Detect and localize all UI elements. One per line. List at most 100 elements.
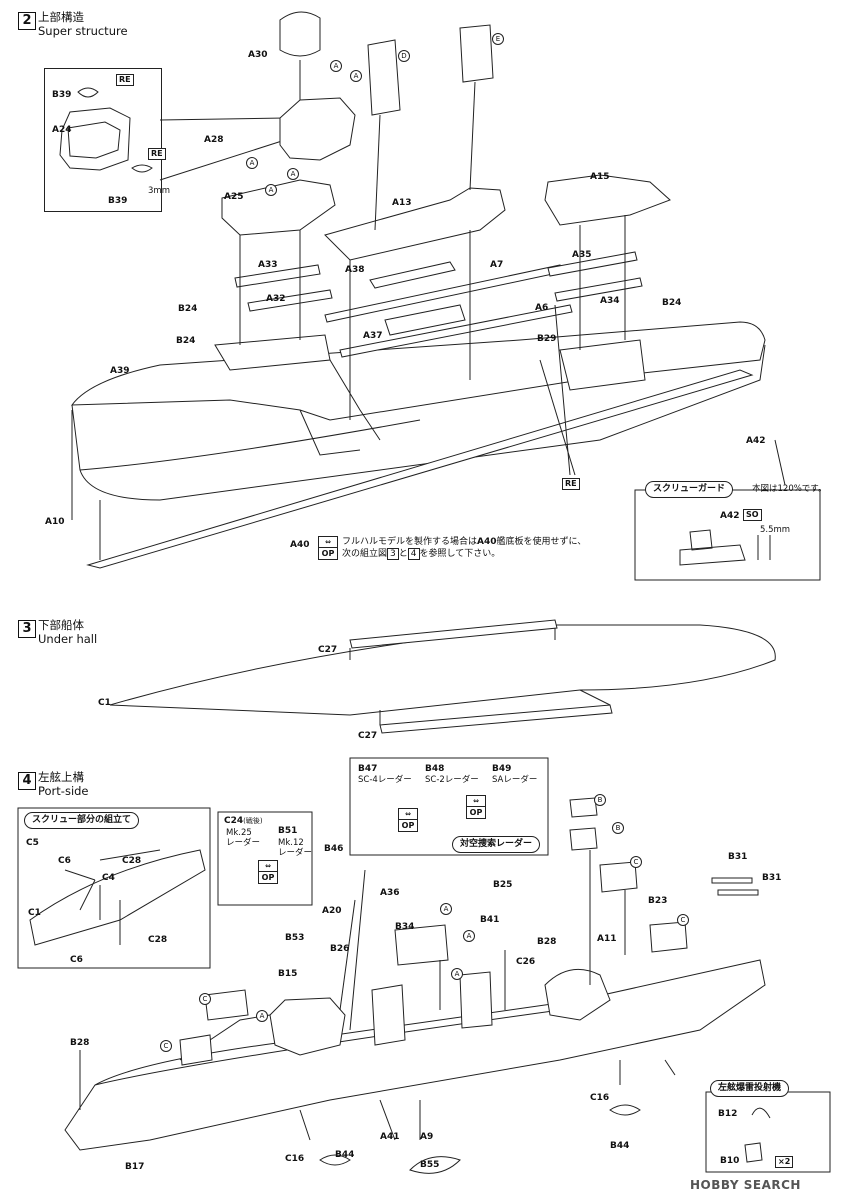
callout-circle: B [594, 794, 606, 806]
part-label: A28 [204, 135, 224, 145]
option-top: ⇔ [259, 861, 277, 872]
part-label: B28 [70, 1038, 90, 1048]
part-label: A30 [248, 50, 268, 60]
part-label: B39 [52, 90, 72, 100]
callout-circle: B [612, 822, 624, 834]
part-label: C26 [516, 957, 536, 967]
part-label: A34 [600, 296, 620, 306]
callout-circle: A [265, 184, 277, 196]
part-label: B41 [480, 915, 500, 925]
callout-circle: A [350, 70, 362, 82]
part-label: B26 [330, 944, 350, 954]
note-line: フルハルモデルを製作する場合は [342, 537, 478, 547]
part-label: A42 [720, 511, 740, 521]
part-label: B23 [648, 896, 668, 906]
part-label: C1 [28, 908, 41, 918]
inset-box [44, 68, 162, 212]
option-bottom: OP [261, 873, 275, 882]
part-label: B48 [425, 764, 445, 774]
radar-name: レーダー [226, 838, 261, 848]
part-label: A39 [110, 366, 130, 376]
callout-circle: C [630, 856, 642, 868]
so-tag: SO [743, 509, 762, 521]
note-bold-part: A40 [477, 537, 497, 547]
part-label: A24 [52, 125, 72, 135]
step-number: 2 [18, 12, 36, 30]
step-number: 3 [18, 620, 36, 638]
radar-name: レーダー [278, 848, 313, 858]
part-code: C24 [224, 816, 244, 826]
part-label: A9 [420, 1132, 434, 1142]
option-part-icon: ⇔OP [398, 808, 418, 832]
part-label: B31 [728, 852, 748, 862]
part-label: A32 [266, 294, 286, 304]
re-tag: RE [148, 148, 166, 160]
part-label: C16 [590, 1093, 610, 1103]
part-label: C28 [122, 856, 142, 866]
part-label: B17 [125, 1162, 145, 1172]
part-label: A6 [535, 303, 549, 313]
step-number: 4 [18, 772, 36, 790]
part-label: B31 [762, 873, 782, 883]
part-label: C6 [70, 955, 83, 965]
part-label: A35 [572, 250, 592, 260]
radar-name: Mk.25 [226, 828, 252, 838]
step-title-jp: 下部船体 [38, 618, 84, 632]
dimension-label: 5.5mm [760, 525, 791, 535]
part-label: A10 [45, 517, 65, 527]
part-label: B55 [420, 1160, 440, 1170]
option-part-icon: ⇔ OP [318, 536, 338, 560]
screw-guard-note: 本図は120%です。 [752, 484, 827, 494]
callout-circle: C [677, 914, 689, 926]
callout-circle: A [463, 930, 475, 942]
screw-guard-title: スクリューガード [645, 481, 734, 498]
part-label: A25 [224, 192, 244, 202]
option-bottom: OP [321, 549, 335, 558]
part-label: B49 [492, 764, 512, 774]
depth-charge-title: 左舷爆雷投射機 [710, 1080, 790, 1097]
callout-circle: D [398, 50, 410, 62]
part-label: B24 [662, 298, 682, 308]
step-ref: 4 [407, 548, 420, 560]
part-label: B24 [176, 336, 196, 346]
callout-circle: A [246, 157, 258, 169]
callout-circle: A [451, 968, 463, 980]
part-label: C27 [358, 731, 378, 741]
step-title-en: Super structure [38, 24, 128, 38]
radar-name: SC-4レーダー [358, 775, 412, 785]
part-label: B53 [285, 933, 305, 943]
step-title-jp: 左舷上構 [38, 770, 84, 784]
part-label: B24 [178, 304, 198, 314]
step-title-en: Port-side [38, 784, 89, 798]
radar-name: SC-2レーダー [425, 775, 479, 785]
re-tag: RE [116, 74, 134, 86]
part-label: C6 [58, 856, 71, 866]
option-bottom: OP [469, 808, 483, 817]
part-label: B47 [358, 764, 378, 774]
part-label: B46 [324, 844, 344, 854]
part-label: C28 [148, 935, 168, 945]
option-part-icon: ⇔OP [258, 860, 278, 884]
part-label: A15 [590, 172, 610, 182]
part-label: C5 [26, 838, 39, 848]
part-label: B10 [720, 1156, 740, 1166]
note-line: 艦底板を使用せずに、 [496, 537, 587, 547]
radar-name: Mk.12 [278, 838, 304, 848]
note-line: 次の組立図 [342, 549, 388, 559]
part-label: C1 [98, 698, 111, 708]
part-label: A13 [392, 198, 412, 208]
part-note: (戦後) [243, 817, 263, 825]
part-label: A36 [380, 888, 400, 898]
note-line: と [398, 549, 408, 559]
step-ref: 3 [387, 548, 399, 560]
callout-circle: A [440, 903, 452, 915]
callout-circle: A [287, 168, 299, 180]
part-label: C27 [318, 645, 338, 655]
callout-circle: C [199, 993, 211, 1005]
part-label: B44 [335, 1150, 355, 1160]
step-title-en: Under hall [38, 632, 98, 646]
part-label: B29 [537, 334, 557, 344]
option-top: ⇔ [467, 796, 485, 807]
part-label: A37 [363, 331, 383, 341]
